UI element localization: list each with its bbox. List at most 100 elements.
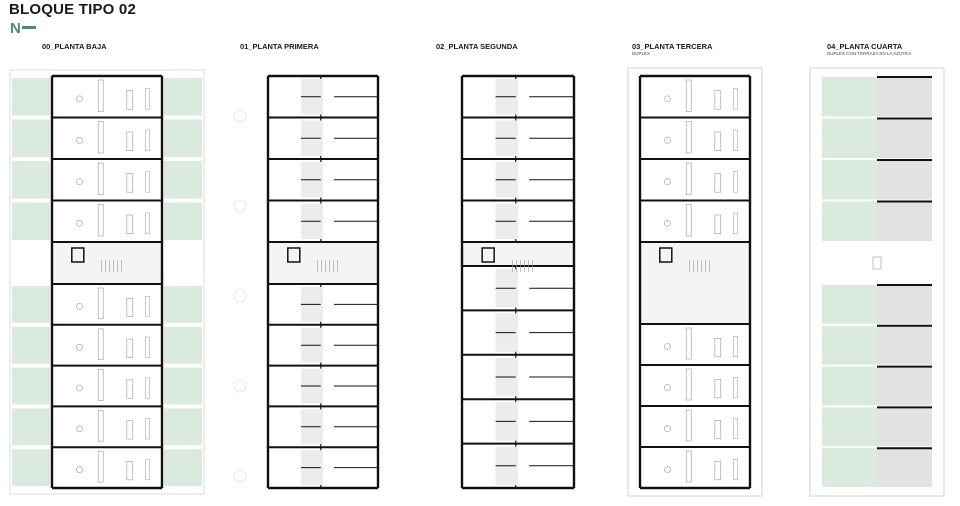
garden-patio-east [164,161,202,199]
garden-patio-west [12,408,50,446]
bathroom-fixture [97,450,104,483]
table-furniture [664,95,671,103]
cabinet-furniture [733,377,738,399]
cabinet-furniture [145,459,150,481]
bed-furniture [714,90,722,110]
cabinet-furniture [733,459,738,481]
garden-patio-west [12,78,50,116]
garden-patio-east [164,78,202,116]
tree-symbol [233,199,247,213]
cabinet-furniture [733,171,738,193]
bed-furniture [126,297,134,317]
roof-garden [822,118,877,158]
roof-garden [822,201,877,241]
roof-garden [822,77,877,117]
bed-furniture [714,379,722,399]
plan-label-roof: 04_PLANTA CUARTA [827,42,903,51]
bed-furniture [126,214,134,234]
cabinet-furniture [145,418,150,440]
roof-terrace [877,407,932,447]
bathroom-fixture [685,162,692,195]
cabinet-furniture [145,377,150,399]
cabinet-furniture [145,171,150,193]
table-furniture [664,137,671,144]
bathroom-fixture [97,79,104,112]
cabinet-furniture [145,88,150,110]
cabinet-furniture [145,212,150,234]
bed-furniture [714,131,722,151]
plan-label-ground: 00_PLANTA BAJA [42,42,107,51]
bathroom-fixture [97,162,104,195]
roof-terrace [877,325,932,365]
north-arrow-icon [22,26,36,29]
tree-symbol [233,379,247,393]
core-area [462,242,574,266]
stair-core [287,247,301,263]
core-area [640,242,750,324]
garden-patio-east [164,367,202,405]
bathroom-fixture [685,121,692,154]
garden-patio-east [164,408,202,446]
cabinet-furniture [145,295,150,317]
table-furniture [664,466,671,473]
plan-fourth-floor [809,67,945,497]
table-furniture [76,303,83,310]
garden-patio-west [12,119,50,157]
upper-outline [627,67,763,497]
bed-furniture [714,214,722,234]
tree-symbol [233,109,247,123]
roof-terrace [877,77,932,117]
stair-core [71,247,85,263]
tree-symbol [233,289,247,303]
page-title: BLOQUE TIPO 02 [9,1,136,18]
plan-third-floor [627,67,763,497]
roof-terrace [877,160,932,200]
bed-furniture [714,420,722,440]
table-furniture [664,425,671,432]
table-furniture [76,137,83,144]
roof-garden [822,366,877,406]
bathroom-fixture [685,450,692,483]
table-furniture [664,343,671,350]
cabinet-furniture [733,88,738,110]
plan-first-floor [233,74,380,490]
bed-furniture [714,338,722,358]
garden-patio-west [12,202,50,240]
garden-patio-west [12,449,50,486]
garden-patio-east [164,202,202,240]
table-furniture [664,178,671,186]
garden-patio-east [164,286,202,323]
stair-core [481,247,495,263]
core-area [268,242,378,284]
table-furniture [664,384,671,391]
garden-patio-west [12,367,50,405]
garden-patio-west [12,286,50,323]
garden-patio-east [164,449,202,486]
plan-second-floor [460,74,576,490]
bathroom-fixture [97,410,104,442]
bed-furniture [126,338,134,358]
bathroom-fixture [685,204,692,237]
bathroom-fixture [97,121,104,154]
roof-terrace [877,118,932,158]
bathroom-fixture [97,369,104,401]
cabinet-furniture [733,212,738,234]
roof-terrace [877,201,932,241]
plan-subtitle-roof: DUPLEX CON TERRAZA EN LA AZOTEA [827,51,912,56]
roof-garden [822,325,877,365]
plan-label-first: 01_PLANTA PRIMERA [240,42,319,51]
north-label: N [10,20,21,37]
plan-ground-floor [9,69,205,495]
table-furniture [664,220,671,227]
tree-symbol [233,469,247,483]
table-furniture [76,220,83,227]
bed-furniture [126,131,134,151]
bed-furniture [126,461,134,481]
skylight [872,256,882,270]
site-outline [9,69,205,495]
bathroom-fixture [685,368,692,401]
stair-core [659,247,673,263]
bed-furniture [126,420,134,440]
roof-garden [822,407,877,447]
